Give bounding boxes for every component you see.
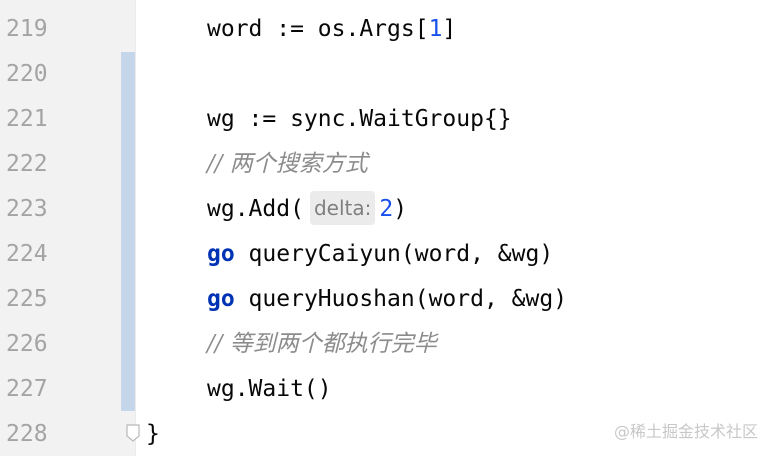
code-line[interactable]: 224 go queryCaiyun(word, &wg) [0,232,772,277]
code-text: } [146,421,160,447]
code-line[interactable]: 227 wg.Wait() [0,367,772,412]
code-line[interactable]: 223 wg.Add(delta:2) [0,187,772,232]
line-number: 224 [6,241,48,267]
fold-end-icon[interactable] [126,424,140,442]
code-line[interactable]: 219 word := os.Args[1] [0,7,772,52]
code-text: wg.Wait() [207,376,332,402]
line-number: 227 [6,376,48,402]
keyword: go [207,241,235,267]
code-text: go queryHuoshan(word, &wg) [207,286,568,312]
code-text: word := os.Args[1] [207,16,457,42]
line-number: 222 [6,151,48,177]
line-number: 226 [6,331,48,357]
code-line[interactable]: 221 wg := sync.WaitGroup{} [0,97,772,142]
number-literal: 1 [428,16,443,42]
keyword: go [207,286,235,312]
code-text: go queryCaiyun(word, &wg) [207,241,554,267]
line-number: 219 [6,16,48,42]
line-number: 225 [6,286,48,312]
code-text: wg := sync.WaitGroup{} [207,106,512,132]
line-number: 221 [6,106,48,132]
line-number: 223 [6,196,48,222]
line-number: 228 [6,421,48,447]
code-comment: // 两个搜索方式 [207,151,368,177]
code-line[interactable]: 220 [0,52,772,97]
code-line[interactable]: 226 // 等到两个都执行完毕 [0,322,772,367]
code-line[interactable]: 228 } [0,412,772,457]
line-number-gutter [0,0,136,456]
code-line[interactable]: 225 go queryHuoshan(word, &wg) [0,277,772,322]
code-text: wg.Add(delta:2) [207,187,407,232]
vcs-change-marker[interactable] [121,52,135,411]
code-line[interactable]: 222 // 两个搜索方式 [0,142,772,187]
number-literal: 2 [379,196,394,222]
line-number: 220 [6,61,48,87]
parameter-hint: delta: [309,191,376,225]
watermark: @稀土掘金技术社区 [613,422,758,441]
code-comment: // 等到两个都执行完毕 [207,331,437,357]
